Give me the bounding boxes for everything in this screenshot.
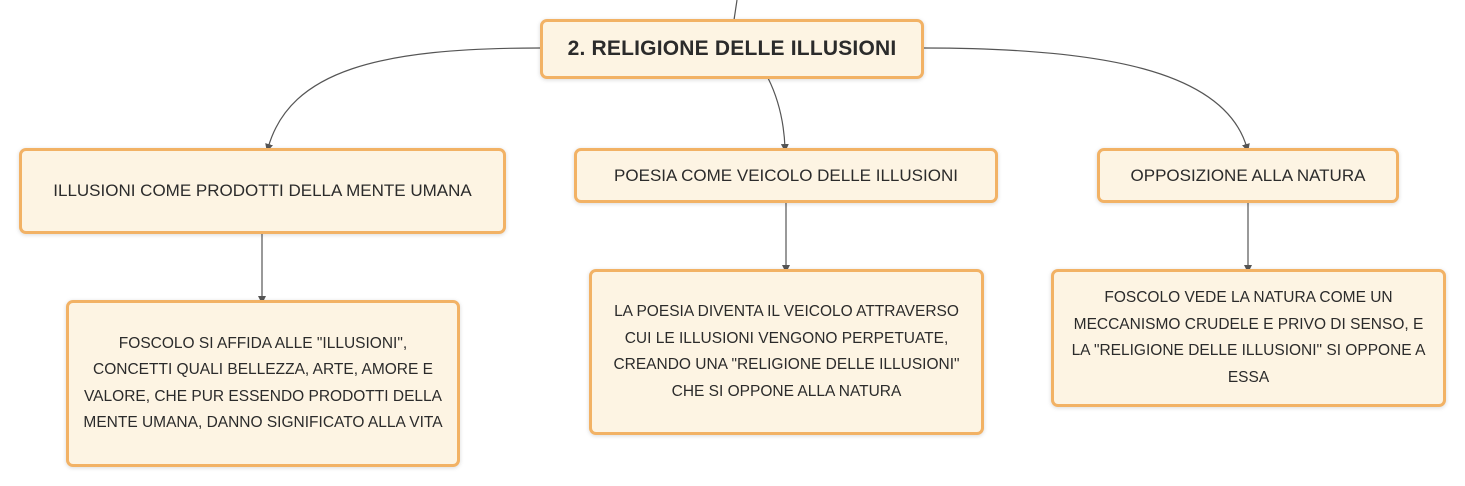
topic-node-poesia-veicolo[interactable]: POESIA COME VEICOLO DELLE ILLUSIONI <box>574 148 998 203</box>
connector-root-to-branch-1 <box>265 47 541 152</box>
detail-node-text: LA POESIA DIVENTA IL VEICOLO ATTRAVERSO … <box>613 303 960 400</box>
root-node[interactable]: 2. RELIGIONE DELLE ILLUSIONI <box>540 19 924 79</box>
topic-node-opposizione-natura[interactable]: OPPOSIZIONE ALLA NATURA <box>1097 148 1399 203</box>
topic-node-illusioni-mente[interactable]: ILLUSIONI COME PRODOTTI DELLA MENTE UMAN… <box>19 148 506 234</box>
topic-node-label: ILLUSIONI COME PRODOTTI DELLA MENTE UMAN… <box>53 181 472 200</box>
topic-node-label: POESIA COME VEICOLO DELLE ILLUSIONI <box>614 165 958 185</box>
connector-root-to-branch-3 <box>923 47 1250 152</box>
detail-node-text: FOSCOLO VEDE LA NATURA COME UN MECCANISM… <box>1071 289 1426 386</box>
detail-node-text: FOSCOLO SI AFFIDA ALLE "ILLUSIONI", CONC… <box>83 334 443 432</box>
topic-node-label: OPPOSIZIONE ALLA NATURA <box>1130 165 1366 185</box>
detail-node-illusioni-mente[interactable]: FOSCOLO SI AFFIDA ALLE "ILLUSIONI", CONC… <box>66 300 460 467</box>
detail-node-poesia-veicolo[interactable]: LA POESIA DIVENTA IL VEICOLO ATTRAVERSO … <box>589 269 984 435</box>
connector-root-to-branch-2 <box>767 77 789 152</box>
connector-parent-to-root <box>733 0 738 21</box>
detail-node-opposizione-natura[interactable]: FOSCOLO VEDE LA NATURA COME UN MECCANISM… <box>1051 269 1446 407</box>
root-node-label: 2. RELIGIONE DELLE ILLUSIONI <box>567 37 897 60</box>
